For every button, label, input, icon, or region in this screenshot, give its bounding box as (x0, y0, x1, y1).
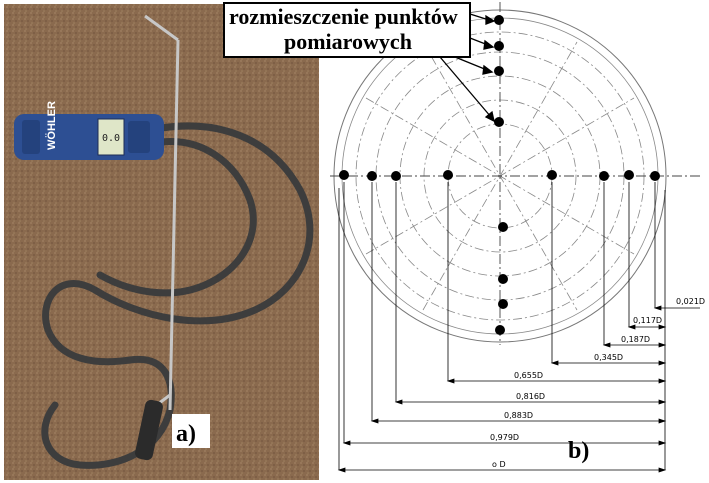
measurement-point (494, 66, 504, 76)
measurement-point (367, 171, 377, 181)
measurement-point (498, 274, 508, 284)
panel-a-label-box (172, 414, 210, 448)
dimension-label: 0,979D (490, 433, 519, 442)
callout-arrow (439, 56, 492, 118)
arrowhead (658, 440, 667, 446)
panel-a-label: a) (176, 421, 196, 447)
arrowhead (653, 305, 662, 311)
arrowhead (658, 360, 667, 366)
measurement-point (443, 170, 453, 180)
measurement-point (494, 15, 504, 25)
callout-line-1: rozmieszczenie punktów (229, 4, 458, 29)
arrowhead (658, 342, 667, 348)
dimension-label: 0,816D (516, 392, 545, 401)
panel-b-label: b) (568, 438, 589, 464)
measurement-point (495, 325, 505, 335)
measurement-point (339, 170, 349, 180)
arrowhead (370, 418, 379, 424)
measurement-point (498, 222, 508, 232)
device-brand-text: WÖHLER (45, 101, 58, 150)
callout-line-2: pomiarowych (284, 29, 412, 54)
measurement-point (650, 171, 660, 181)
probe-handle (135, 399, 163, 461)
measurement-point (624, 170, 634, 180)
callout-arrow (454, 56, 488, 71)
measurement-point (391, 171, 401, 181)
measurement-point (599, 171, 609, 181)
arrowhead (602, 342, 611, 348)
arrowhead (658, 467, 667, 473)
device-display (97, 118, 125, 156)
arrowhead (627, 324, 636, 330)
arrowhead (658, 324, 667, 330)
measurement-point (494, 117, 504, 127)
arrowhead (446, 378, 455, 384)
panel-a-photo: WÖHLER 0.0 a) (4, 4, 319, 480)
device-display-value: 0.0 (102, 133, 120, 144)
dimension-label: 0,021D (676, 297, 705, 306)
arrowhead (394, 399, 403, 405)
dimension-label: 0,655D (514, 371, 543, 380)
dimension-label: 0,883D (504, 411, 533, 420)
measurement-point (498, 299, 508, 309)
callout-arrowhead (485, 14, 496, 25)
dimension-label: 0,187D (621, 335, 650, 344)
arrowhead (342, 440, 351, 446)
dimension-label: 0,117D (633, 316, 662, 325)
rubber-hose (41, 122, 314, 469)
callout-arrowhead (484, 110, 495, 123)
callout-arrowhead (483, 39, 495, 50)
measurement-point (547, 170, 557, 180)
callout-box (223, 2, 471, 58)
arrowhead (658, 399, 667, 405)
arrowhead (337, 467, 346, 473)
measurement-point (494, 41, 504, 51)
arrowhead (658, 418, 667, 424)
measurement-points (339, 15, 660, 335)
panel-b-diagram: 0,021D 0,117D 0,187D 0,345D 0,655D 0,816… (330, 2, 705, 473)
callout-arrowhead (482, 64, 494, 75)
callout: rozmieszczenie punktów pomiarowych (223, 2, 496, 123)
arrowhead (550, 360, 559, 366)
dimension-label: 0,345D (594, 353, 623, 362)
arrowhead (658, 378, 667, 384)
manometer-device: WÖHLER 0.0 (14, 101, 164, 160)
dimension-label: o D (492, 460, 506, 469)
pitot-probe (135, 14, 180, 461)
